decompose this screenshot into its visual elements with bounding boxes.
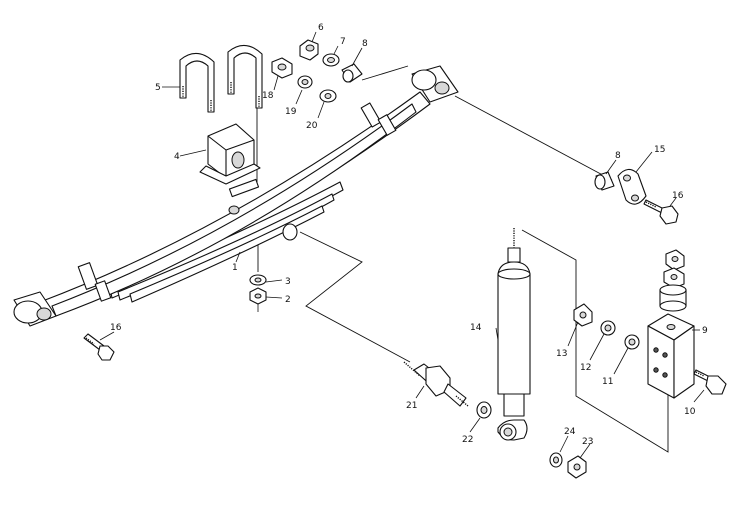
callout-14: 14 — [470, 323, 482, 333]
top-fasteners — [271, 39, 363, 103]
callout-12: 12 — [580, 363, 591, 373]
rear-shackle — [594, 168, 679, 225]
callout-11: 11 — [602, 377, 613, 387]
upper-shock-fasteners — [573, 303, 640, 350]
lower-shock-stud — [403, 361, 469, 407]
callout-22: 22 — [462, 435, 473, 445]
leaf-spring — [13, 65, 459, 327]
callout-21: 21 — [406, 401, 417, 411]
callout-3: 3 — [285, 277, 291, 287]
callout-24: 24 — [564, 427, 576, 437]
callout-7: 7 — [340, 37, 346, 47]
callout-9: 9 — [702, 326, 708, 336]
spring-pad — [199, 123, 261, 185]
shock-absorber — [497, 228, 531, 441]
centre-bolt-fasteners — [249, 274, 267, 312]
callout-20: 20 — [306, 121, 318, 131]
callout-15: 15 — [654, 145, 665, 155]
callout-labels: 1 2 3 4 5 6 7 8 8 9 10 11 12 13 14 15 16… — [110, 23, 708, 447]
callout-16-front: 16 — [110, 323, 122, 333]
callout-6: 6 — [318, 23, 324, 33]
callout-13: 13 — [556, 349, 567, 359]
shock-bracket — [647, 249, 695, 399]
callout-23: 23 — [582, 437, 593, 447]
spring-rear-eye — [411, 65, 459, 103]
callout-8-shackle: 8 — [615, 151, 621, 161]
front-eye-bolt — [83, 333, 115, 361]
callout-8-top: 8 — [362, 39, 368, 49]
callout-18: 18 — [262, 91, 274, 101]
u-bolts — [179, 44, 263, 113]
callout-leaders — [99, 31, 705, 459]
callout-16-shackle: 16 — [672, 191, 684, 201]
callout-10: 10 — [684, 407, 696, 417]
callout-19: 19 — [285, 107, 297, 117]
assembly-guide-lines — [256, 65, 669, 453]
spring-front-eye — [13, 291, 57, 327]
callout-4: 4 — [174, 152, 180, 162]
lower-shock-fasteners — [476, 401, 587, 479]
callout-1: 1 — [232, 263, 238, 273]
callout-5: 5 — [155, 83, 161, 93]
callout-2: 2 — [285, 295, 291, 305]
bracket-bolt — [693, 369, 727, 395]
